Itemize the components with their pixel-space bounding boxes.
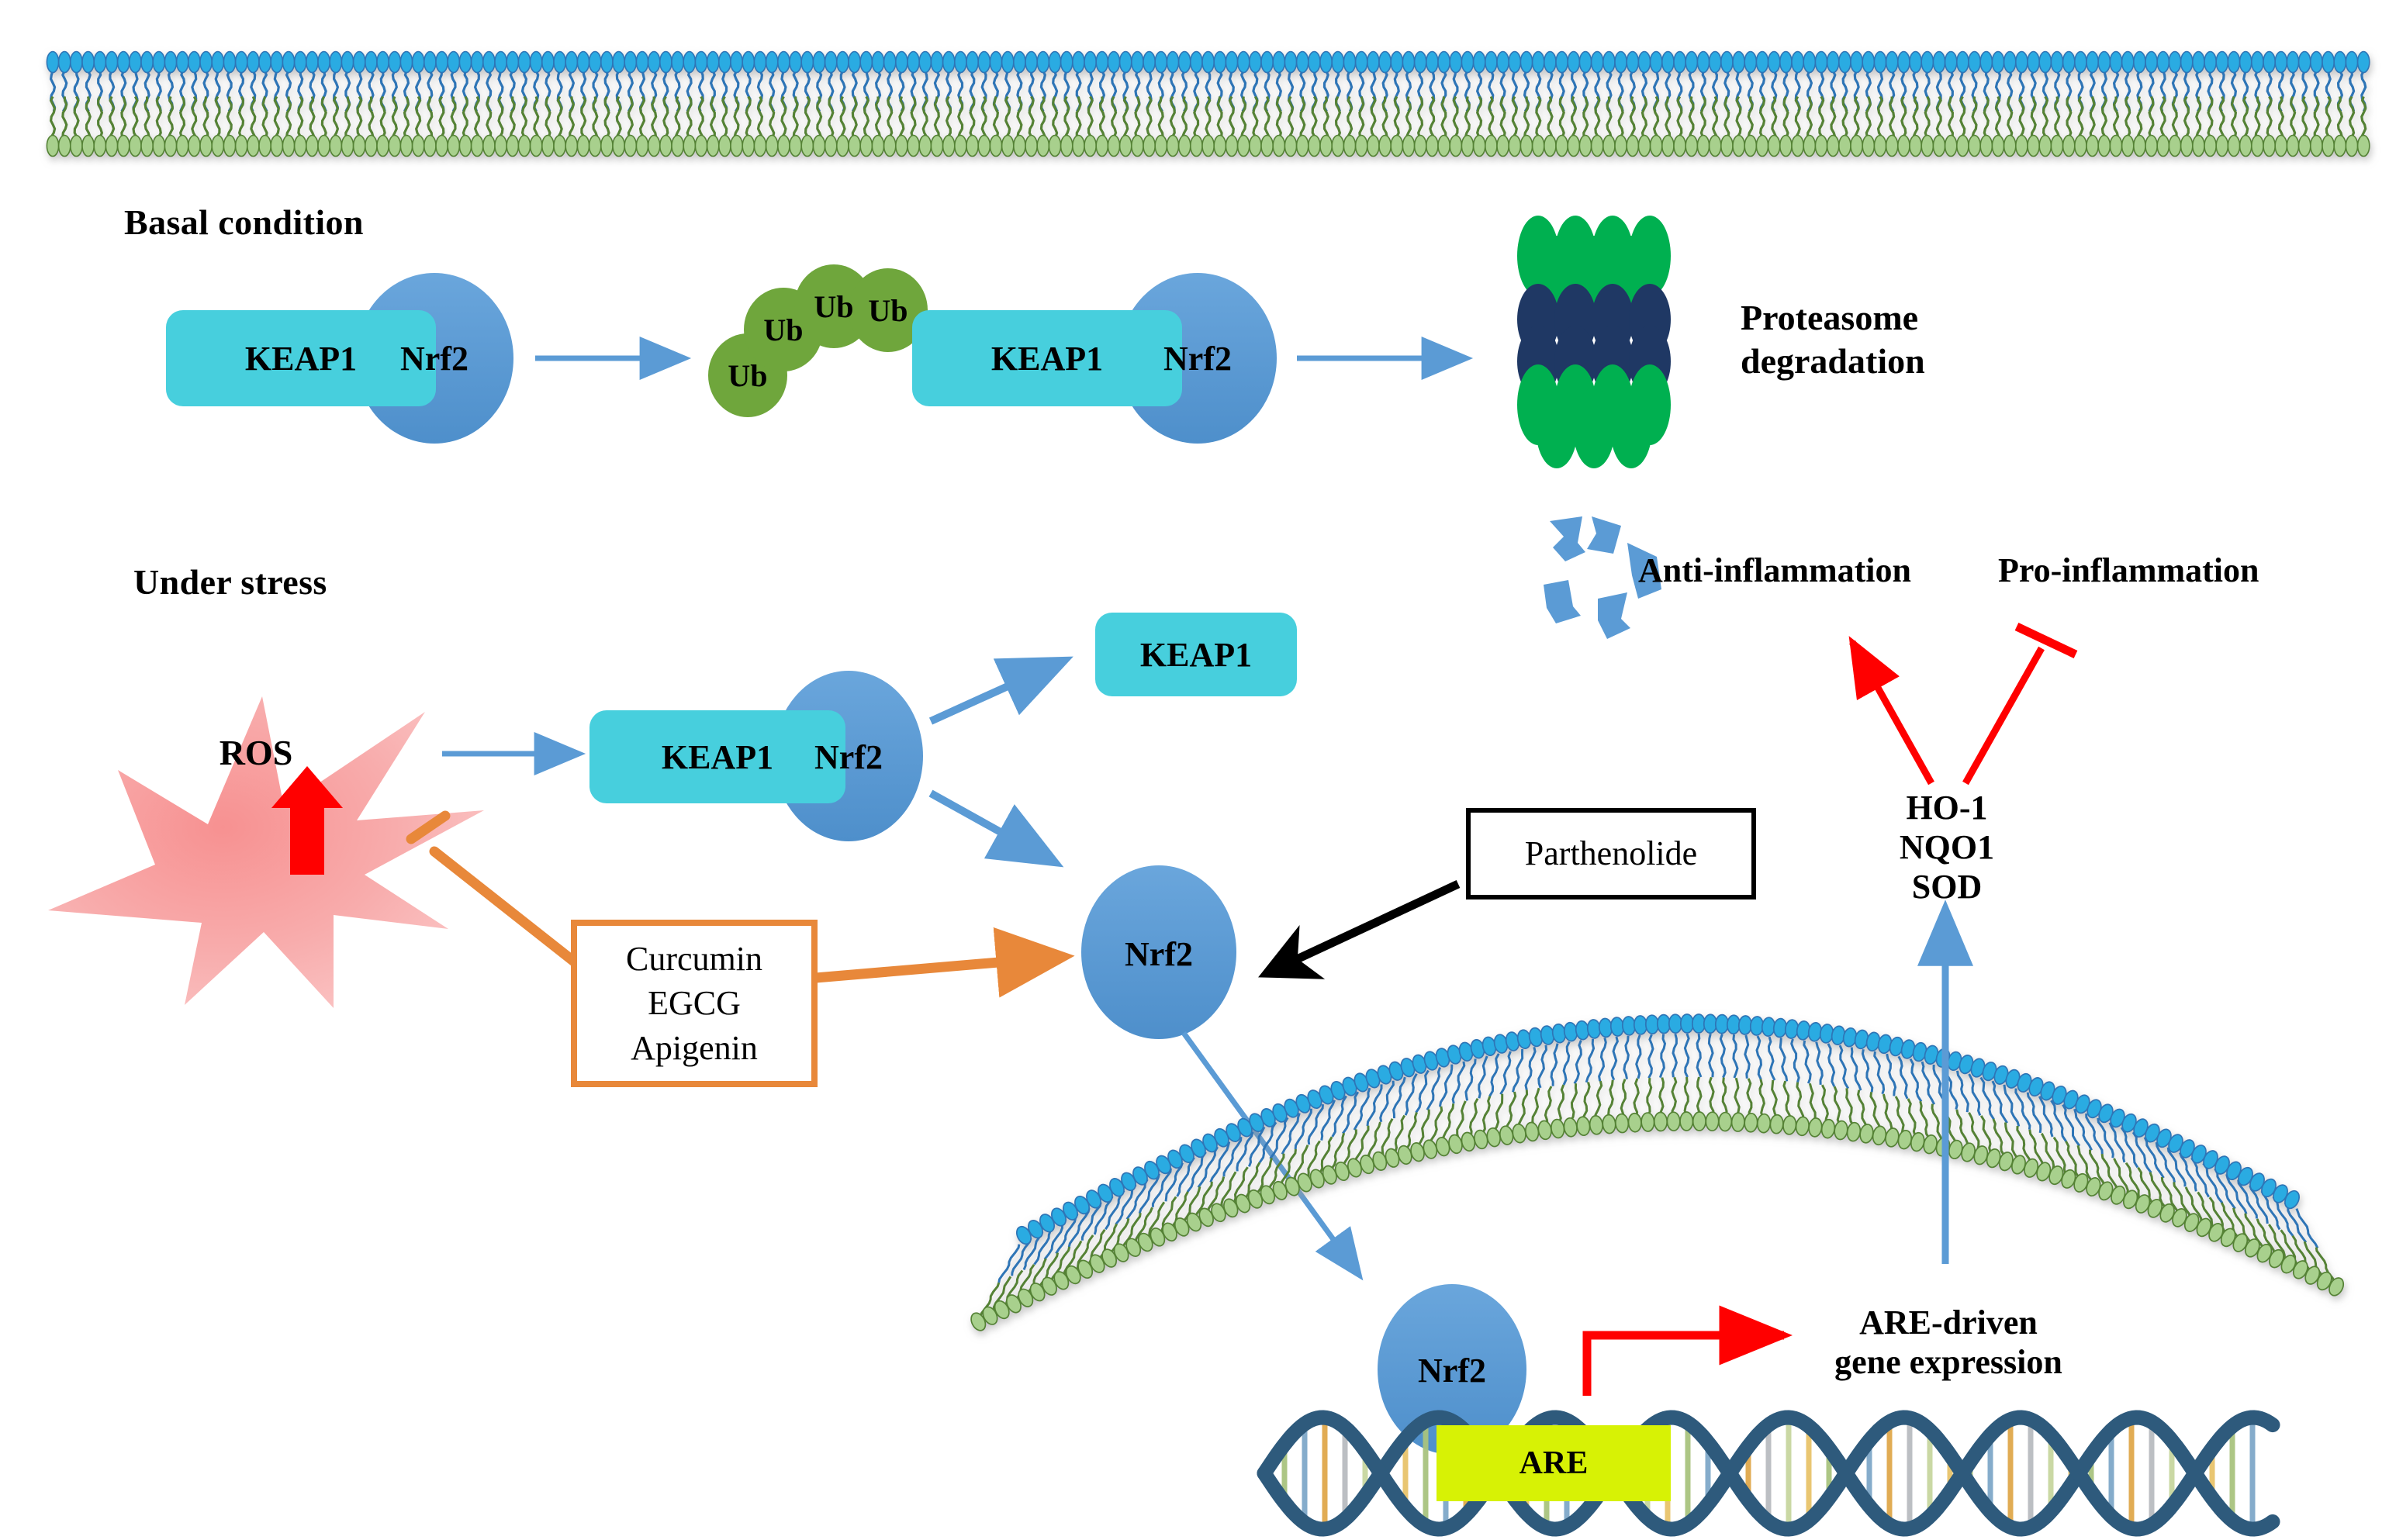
plasma-membrane — [46, 50, 2370, 157]
arrow-release-nrf2 — [928, 789, 1064, 868]
nrf2-free-cytosolic — [1081, 865, 1236, 1039]
orange-inhibition-ros — [406, 810, 579, 967]
pro-inflammation-label: Pro-inflammation — [1998, 551, 2259, 589]
phytochemicals-box[interactable]: Curcumin EGCG Apigenin — [571, 920, 818, 1087]
keap1-label-released: KEAP1 — [1139, 635, 1253, 674]
keap1-box-ubiquitinated — [912, 310, 1182, 406]
nrf2-label-ubiquitinated: Nrf2 — [1163, 339, 1232, 378]
nrf2-label-basal: Nrf2 — [400, 339, 468, 378]
parthenolide-label: Parthenolide — [1524, 834, 1698, 872]
peptide-fragments — [1544, 516, 1661, 639]
nrf2-nuclear — [1378, 1284, 1526, 1455]
dna-double-helix — [1257, 1410, 2280, 1537]
ub-label-1: Ub — [728, 357, 768, 393]
parthenolide-box[interactable]: Parthenolide — [1466, 808, 1756, 899]
arrow-nuclear-translocation — [1181, 1031, 1364, 1281]
black-arrow-parthenolide — [1258, 880, 1461, 979]
ub-label-2: Ub — [763, 312, 804, 347]
phytochemicals-label: Curcumin EGCG Apigenin — [626, 940, 762, 1067]
nrf2-label-nuclear: Nrf2 — [1418, 1351, 1486, 1390]
keap1-label-stress: KEAP1 — [661, 737, 774, 776]
keap1-label-basal: KEAP1 — [244, 339, 358, 378]
ub-label-4: Ub — [868, 292, 908, 328]
proteasome-cap-bottom — [1517, 364, 1671, 468]
ros-burst — [48, 696, 484, 1008]
proteasome — [1517, 216, 1671, 639]
antioxidant-enzymes-label: HO-1 NQO1 SOD — [1899, 789, 1995, 906]
proteasome-degradation-label: Proteasome degradation — [1741, 298, 1925, 382]
section-title-basal: Basal condition — [124, 202, 364, 242]
arrow-pro-inflammation-inhibit — [1962, 623, 2078, 786]
section-title-stress: Under stress — [133, 562, 327, 602]
transcription-arrow — [1582, 1305, 1793, 1396]
are-driven-gene-expression-label: ARE-driven gene expression — [1834, 1303, 2062, 1382]
arrow-dissociate-keap1 — [928, 656, 1073, 725]
nuclear-membrane — [970, 1013, 2345, 1331]
ubiquitin-chain — [708, 264, 928, 417]
are-element-box — [1437, 1425, 1671, 1501]
keap1-box-released — [1095, 613, 1297, 696]
ub-circle-4 — [849, 268, 928, 352]
orange-arrow-to-nrf2 — [806, 927, 1075, 998]
arrow-anti-inflammation — [1848, 636, 1934, 786]
ros-up-arrow — [271, 766, 343, 875]
nrf2-label-stress: Nrf2 — [814, 737, 883, 776]
keap1-box-stress — [589, 710, 845, 803]
keap1-label-ubiquitinated: KEAP1 — [991, 339, 1104, 378]
nrf2-label-free: Nrf2 — [1125, 934, 1193, 973]
keap1-box-basal — [166, 310, 436, 406]
ros-label: ROS — [219, 732, 293, 772]
anti-inflammation-label: Anti-inflammation — [1638, 551, 1911, 589]
ub-label-3: Ub — [814, 288, 854, 324]
are-label: ARE — [1519, 1445, 1589, 1481]
